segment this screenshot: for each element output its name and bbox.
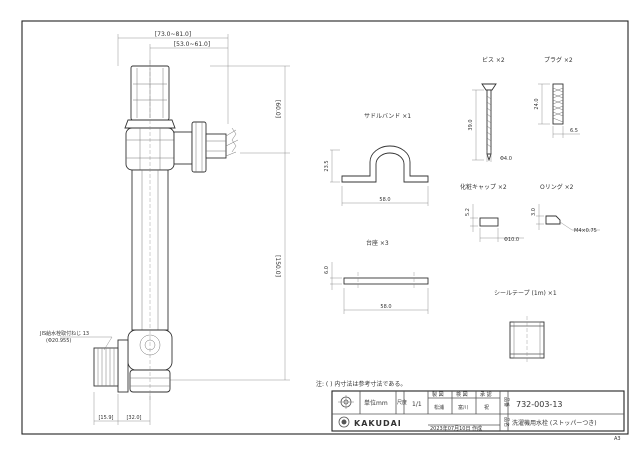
projection-symbol-icon (338, 395, 354, 409)
kakudai-logo: KAKUDAI (338, 416, 402, 428)
screw-label: ビス ×2 (482, 56, 505, 64)
seal-tape-part: シールテープ (1m) ×1 (494, 290, 557, 364)
dim-plug-length: 24.0 (534, 98, 540, 109)
cap-part: 化粧キャップ ×2 5.2 Φ10.0 (460, 183, 524, 243)
dim-screw-length: 39.0 (468, 119, 474, 130)
sheet-size: A3 (614, 436, 621, 442)
creation-date: 2023年07月10日 作成 (430, 425, 482, 432)
plug-label: プラグ ×2 (544, 56, 573, 64)
scale-value: 1/1 (412, 401, 422, 408)
name-check: 富川 (458, 404, 468, 411)
dim-saddle-height: 23.5 (324, 160, 330, 171)
tape-label: シールテープ (1m) ×1 (494, 290, 557, 297)
washer-label: 台座 ×3 (366, 239, 389, 247)
saddle-label: サドルバンド ×1 (364, 113, 411, 120)
cap-label: 化粧キャップ ×2 (460, 183, 507, 191)
unit-label: 単位mm (364, 399, 388, 407)
jis-thread-label: JIS給水栓取付ねじ 13 (39, 330, 89, 337)
dimension-note: 注: ( ) 内寸法は参考寸法である。 (316, 380, 406, 388)
scale-label: 尺度 (397, 399, 407, 406)
dim-cap-height: 5.2 (465, 208, 471, 216)
title-block: 単位mm 尺度 1/1 製 図 検 図 承 認 松浦 富川 祝 KAKUDAI … (331, 390, 625, 432)
saddle-band: サドルバンド ×1 23.5 58.0 (324, 113, 429, 206)
dim-screw-diameter: Φ4.0 (500, 156, 512, 162)
jis-thread-sub: (Φ20.955) (46, 338, 71, 344)
col-approve: 承 認 (480, 391, 492, 398)
oring-label: Oリング ×2 (540, 183, 574, 191)
faucet-side-view: [73.0~81.0] [53.0~61.0] [60.0] [150.0] (39, 31, 290, 425)
brand-name: KAKUDAI (354, 419, 402, 428)
screw-part: ビス ×2 39.0 Φ4.0 (468, 56, 512, 162)
washer-plate: 台座 ×3 6.0 58.0 (324, 239, 429, 314)
dim-top-outer: [73.0~81.0] (155, 31, 191, 38)
name-label: 品名 (503, 417, 510, 427)
plug-part: プラグ ×2 24.0 6.5 (534, 56, 580, 138)
dim-oring-size: M4×0.75 (574, 228, 597, 234)
dim-right-upper: [60.0] (274, 100, 281, 118)
dim-washer-height: 6.0 (324, 266, 330, 274)
part-number: 732-003-13 (516, 400, 563, 409)
drawing-frame (21, 20, 629, 435)
dim-cap-diameter: Φ10.0 (504, 237, 519, 243)
part-label: 品番 (503, 397, 510, 407)
name-approve: 祝 (484, 404, 489, 411)
product-name: 洗濯機用水栓 (ストッパーつき) (512, 419, 597, 427)
dim-top-inner: [53.0~61.0] (174, 41, 210, 48)
dim-bottom-right: [32.0] (126, 415, 141, 421)
dim-right-long: [150.0] (274, 255, 281, 277)
col-made: 製 図 (432, 391, 444, 398)
col-check: 検 図 (456, 391, 468, 398)
dim-oring-height: 3.0 (531, 208, 537, 216)
dim-plug-diameter: 6.5 (570, 128, 578, 134)
dim-saddle-width: 58.0 (379, 197, 390, 203)
dim-bottom-left: [15.9] (98, 415, 113, 421)
name-made: 松浦 (434, 404, 444, 411)
dim-washer-width: 58.0 (380, 304, 391, 310)
oring-part: Oリング ×2 3.0 M4×0.75 (531, 183, 600, 234)
